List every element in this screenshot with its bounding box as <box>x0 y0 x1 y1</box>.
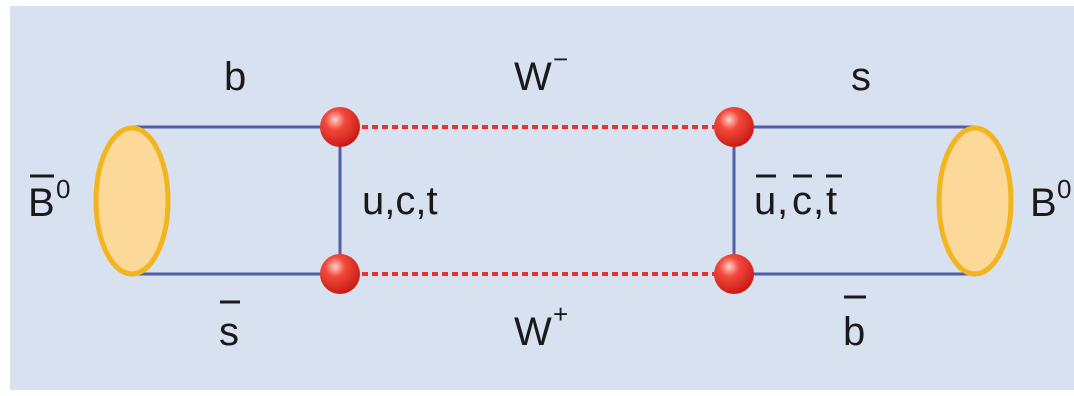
meson-right-label: B 0 <box>1030 174 1071 225</box>
vertex-bottom-left <box>320 254 360 294</box>
boson-label-top: W − <box>514 44 568 99</box>
internal-quark-right-1: c <box>792 179 812 223</box>
meson-right-base: B <box>1030 181 1057 225</box>
meson-right-superscript: 0 <box>1057 174 1071 204</box>
quark-label-top-left: b <box>224 55 246 99</box>
boson-top-base: W <box>514 55 552 99</box>
internal-quark-separator-1: , <box>777 179 788 223</box>
internal-quark-right-2: t <box>826 179 837 223</box>
quark-label-bottom-left-group: s <box>219 300 240 354</box>
diagram-background <box>10 6 1074 390</box>
vertex-top-left <box>320 107 360 147</box>
quark-label-bottom-right: b <box>843 310 865 354</box>
meson-left-ellipse <box>93 125 171 277</box>
boson-bottom-base: W <box>514 310 552 354</box>
internal-quark-right-0: u <box>754 179 776 223</box>
quark-label-top-right: s <box>851 55 871 99</box>
vertex-top-right <box>714 107 754 147</box>
meson-right-ellipse <box>936 125 1014 277</box>
boson-bottom-charge: + <box>553 299 568 329</box>
internal-quark-label-right: u , c , t <box>754 174 842 223</box>
internal-quark-label-left: u,c,t <box>362 179 438 223</box>
boson-top-charge: − <box>553 44 568 74</box>
meson-left-superscript: 0 <box>56 174 70 204</box>
boson-label-bottom: W + <box>514 299 568 354</box>
vertex-bottom-right <box>714 254 754 294</box>
meson-left-base: B <box>28 181 55 225</box>
internal-quark-separator-2: , <box>813 179 824 223</box>
quark-label-bottom-left: s <box>219 310 239 354</box>
meson-left-label: B 0 <box>28 174 70 225</box>
quark-label-bottom-right-group: b <box>843 295 866 354</box>
